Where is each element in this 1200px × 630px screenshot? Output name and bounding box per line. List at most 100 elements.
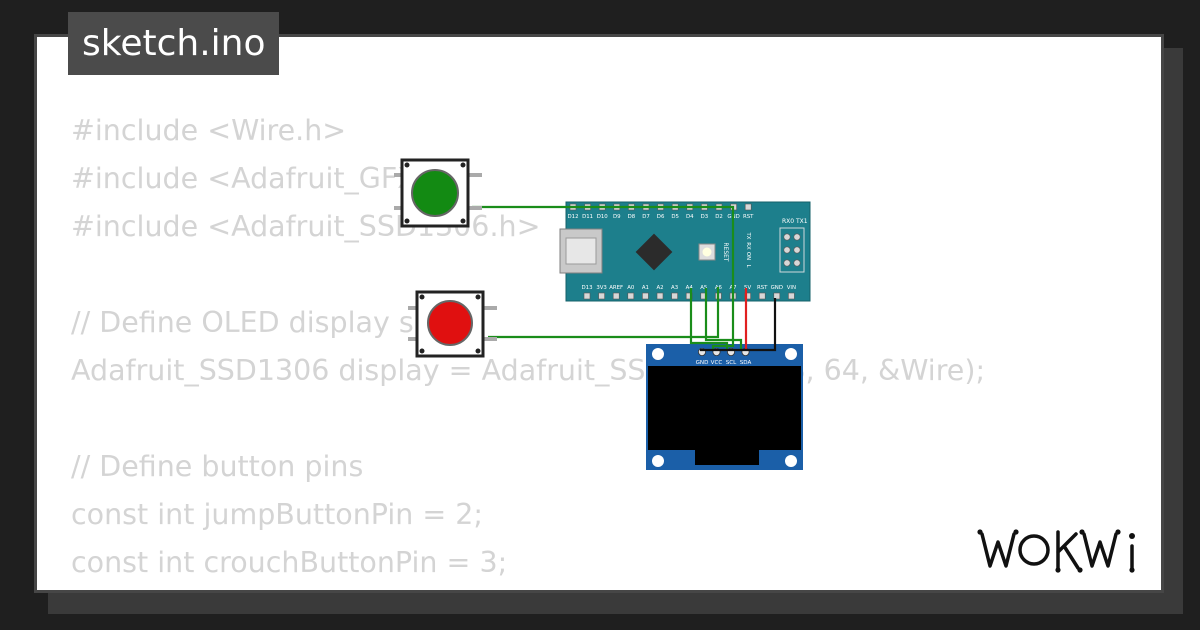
pin-label: RST (757, 285, 768, 291)
wire-a5-scl[interactable] (704, 288, 743, 350)
pin-label: A1 (642, 285, 649, 291)
pin-label: 5V (744, 285, 751, 291)
code-preview: #include <Wire.h>#include <Adafruit_GFX.… (71, 107, 985, 587)
status-label: ON (745, 252, 751, 260)
code-line: const int crouchButtonPin = 3; (71, 546, 508, 579)
pin-label: AREF (609, 285, 623, 291)
icsp-pins (783, 233, 801, 267)
rx-tx-label: RX0 TX1 (782, 218, 808, 225)
pin-label: VIN (787, 285, 796, 291)
pin-label: A4 (686, 285, 694, 291)
pin-label: A5 (700, 285, 707, 291)
file-tab[interactable]: sketch.ino (68, 12, 280, 75)
icsp-header (779, 227, 805, 273)
microcontroller-chip (635, 233, 673, 271)
reset-label: RESET (722, 242, 729, 262)
logo-i-dot (1129, 533, 1135, 539)
icsp-pin (783, 233, 791, 241)
wires (472, 205, 777, 352)
red-button-cap (427, 300, 473, 346)
wire-gnd[interactable] (700, 298, 777, 352)
reset-button-cap (702, 247, 712, 257)
oled-pin-label: GND (696, 360, 709, 366)
button-lead (394, 173, 406, 177)
button-lead (468, 173, 482, 177)
pin-label: D4 (686, 214, 694, 220)
mount-hole (785, 455, 797, 467)
preview-card: #include <Wire.h>#include <Adafruit_GFX.… (34, 34, 1164, 593)
jump-pushbutton[interactable] (394, 158, 482, 228)
button-corner (475, 294, 481, 300)
button-corner (419, 294, 425, 300)
icsp-pin (793, 233, 801, 241)
usb-port-icon (565, 237, 597, 265)
logo-o-glyph (1018, 534, 1050, 566)
oled-pin-label: SCL (726, 360, 737, 366)
oled-pin-label: SDA (740, 360, 752, 366)
green-button-cap (411, 169, 459, 217)
oled-screen (648, 366, 801, 450)
code-line: const int jumpButtonPin = 2; (71, 498, 484, 531)
wire-d2-link[interactable] (711, 215, 735, 350)
pin-label: RST (743, 214, 754, 220)
button-corner (404, 218, 410, 224)
mount-hole (652, 455, 664, 467)
icsp-pin (783, 259, 791, 267)
logo-w2-glyph (1082, 532, 1118, 568)
header-pin[interactable] (627, 292, 635, 300)
header-pin[interactable] (744, 203, 752, 211)
arduino-pcb (565, 201, 811, 302)
pin-label: A3 (671, 285, 678, 291)
pin-label: D12 (567, 214, 578, 220)
pin-label: GND (771, 285, 783, 291)
pin-label: 3V3 (596, 285, 607, 291)
crouch-pushbutton[interactable] (408, 290, 497, 358)
button-lead (408, 337, 420, 341)
header-pin[interactable] (671, 292, 678, 300)
button-lead (394, 206, 406, 210)
button-lead (408, 306, 420, 310)
pin-label: A0 (627, 285, 635, 291)
button-lead (483, 337, 497, 341)
wire-jump-d2[interactable] (472, 205, 735, 215)
wire-crouch-d3[interactable] (488, 287, 720, 339)
header-pin[interactable] (642, 292, 649, 300)
logo-w-glyph (980, 532, 1016, 568)
pin-label: D2 (715, 214, 723, 220)
header-pin[interactable] (744, 292, 751, 300)
pin-label: D9 (613, 214, 621, 220)
pin-label: D5 (671, 214, 679, 220)
icsp-pin (783, 246, 791, 254)
button-corner (404, 162, 410, 168)
status-label: TX (745, 232, 751, 240)
code-line: #include <Wire.h> (71, 114, 347, 147)
header-pin[interactable] (583, 292, 591, 300)
button-corner (419, 348, 425, 354)
header-pin[interactable] (598, 292, 605, 300)
pin-label: D13 (581, 285, 592, 291)
pin-label: A2 (656, 285, 663, 291)
button-corner (475, 348, 481, 354)
header-pin[interactable] (656, 292, 664, 300)
pin-label: D8 (628, 214, 636, 220)
oled-pin-label: VCC (711, 360, 723, 366)
header-pin[interactable] (685, 292, 693, 300)
wokwi-logo (977, 529, 1135, 573)
mount-hole (652, 348, 664, 360)
pin-label: D7 (642, 214, 650, 220)
pin-label: D6 (657, 214, 665, 220)
code-line: // Define button pins (71, 450, 364, 483)
header-pin[interactable] (788, 292, 795, 300)
logo-k-glyph (1056, 530, 1080, 570)
header-pin[interactable] (758, 292, 766, 300)
header-pin[interactable] (612, 292, 620, 300)
button-lead (468, 206, 482, 210)
header-pin[interactable] (773, 292, 781, 300)
status-label: RX (745, 242, 751, 250)
button-lead (483, 306, 497, 310)
pin-label: D11 (582, 214, 593, 220)
mount-hole (785, 348, 797, 360)
